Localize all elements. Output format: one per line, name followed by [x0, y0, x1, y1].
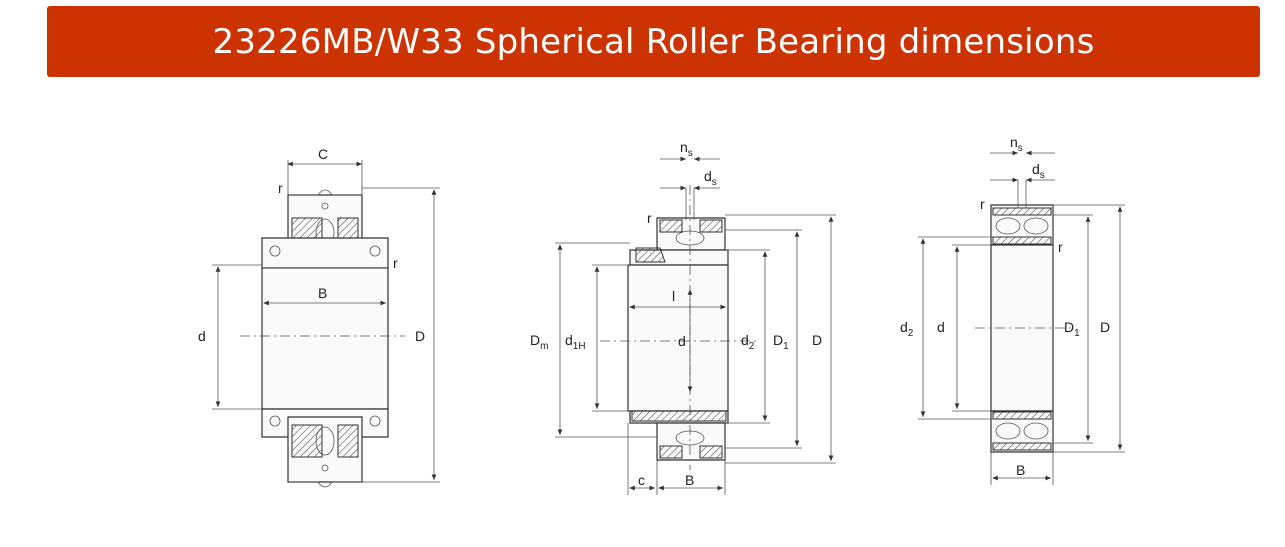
- fig3-label-D1: D1: [1064, 319, 1080, 339]
- fig3-label-ds: ds: [1032, 161, 1045, 181]
- fig2-label-d: d: [678, 333, 686, 349]
- fig1-label-C: C: [318, 146, 328, 162]
- fig2-label-c: c: [638, 472, 645, 488]
- fig3-label-D: D: [1100, 319, 1110, 335]
- fig1-label-r-top: r: [278, 180, 283, 196]
- fig2-label-D: D: [812, 332, 822, 348]
- fig3-label-d2: d2: [900, 319, 914, 339]
- page-title: 23226MB/W33 Spherical Roller Bearing dim…: [212, 21, 1095, 62]
- fig1-label-d: d: [198, 328, 206, 344]
- fig2-label-Dm: Dm: [530, 332, 548, 352]
- fig3-label-d: d: [937, 319, 945, 335]
- fig3-label-B: B: [1016, 462, 1025, 478]
- fig2-label-l: l: [672, 288, 675, 304]
- fig3-label-r-side: r: [1058, 239, 1063, 255]
- fig3-label-ns: ns: [1010, 134, 1023, 154]
- fig2-label-B: B: [685, 472, 694, 488]
- figure-adapter-sleeve-bearing: [555, 156, 836, 495]
- fig2-label-r: r: [647, 210, 652, 226]
- figure-housed-bearing: [212, 160, 440, 488]
- fig1-label-r-side: r: [393, 255, 398, 271]
- fig2-label-D1: D1: [773, 332, 789, 352]
- fig2-label-d2: d2: [741, 332, 755, 352]
- fig2-label-ds: ds: [704, 168, 717, 188]
- fig2-label-ns: ns: [680, 139, 693, 159]
- fig1-label-B: B: [318, 285, 327, 301]
- figure-spherical-bearing: [918, 150, 1125, 485]
- title-banner: 23226MB/W33 Spherical Roller Bearing dim…: [47, 6, 1260, 77]
- fig1-label-D: D: [415, 328, 425, 344]
- fig2-label-d1H: d1H: [565, 332, 586, 352]
- fig3-label-r-top: r: [980, 196, 985, 212]
